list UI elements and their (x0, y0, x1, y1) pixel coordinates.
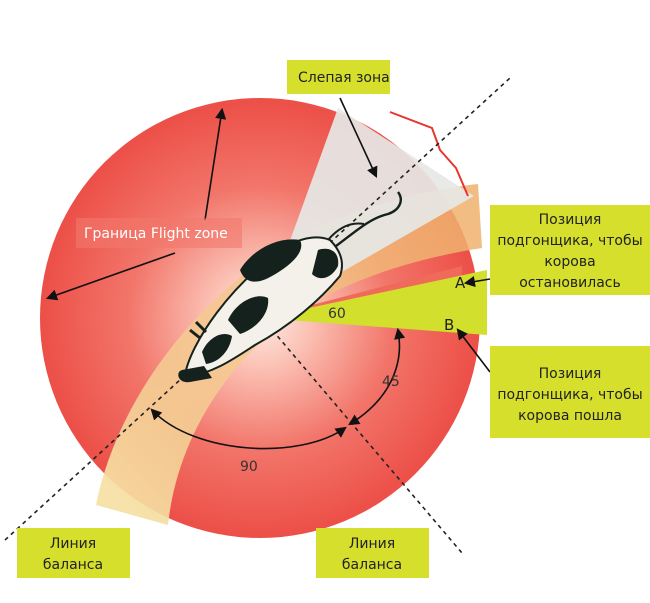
blind-zone-label-box (287, 60, 390, 94)
position-stop-line3: корова (544, 254, 595, 270)
balance-right-line2: баланса (342, 557, 402, 573)
position-stop-line4: остановилась (519, 275, 621, 291)
cow-top-view-icon (178, 191, 402, 383)
position-go-line2: подгонщика, чтобы (497, 387, 642, 403)
balance-left-line1: Линия (50, 536, 96, 552)
angle-arc-45 (348, 327, 406, 426)
position-stop-line1: Позиция (539, 212, 602, 228)
balance-left-line2: баланса (43, 557, 103, 573)
angle-arc-90 (150, 408, 347, 450)
position-stop-line2: подгонщика, чтобы (497, 233, 642, 249)
blind-zone-arrow (339, 97, 378, 179)
angle-45-label: 45 (382, 374, 400, 390)
position-go-line1: Позиция (539, 366, 602, 382)
flight-zone-label-bg (76, 218, 242, 248)
point-a-label: A (455, 274, 466, 292)
radius-arrow-up (204, 107, 227, 221)
point-b-arrow (456, 328, 491, 373)
blind-zone-label: Слепая зона (298, 70, 390, 86)
blind-zone-outline (389, 111, 469, 197)
balance-right-box (316, 528, 429, 578)
balance-left-box (17, 528, 130, 578)
balance-right-line1: Линия (349, 536, 395, 552)
point-b-label: B (444, 316, 454, 334)
balance-line-diagonal (4, 77, 511, 541)
balance-line-perpendicular (261, 317, 463, 554)
position-go-box (490, 346, 650, 438)
position-stop-box (490, 205, 650, 295)
pressure-band (96, 184, 482, 525)
position-go-line3: корова пошла (518, 408, 622, 424)
radius-arrow-left (45, 252, 176, 301)
angle-90-label: 90 (240, 459, 258, 475)
point-a-arrow (463, 276, 491, 288)
flight-zone-boundary-label: Граница Flight zone (84, 226, 228, 242)
angle-60-label: 60 (328, 306, 346, 322)
go-position-wedge (262, 270, 487, 335)
